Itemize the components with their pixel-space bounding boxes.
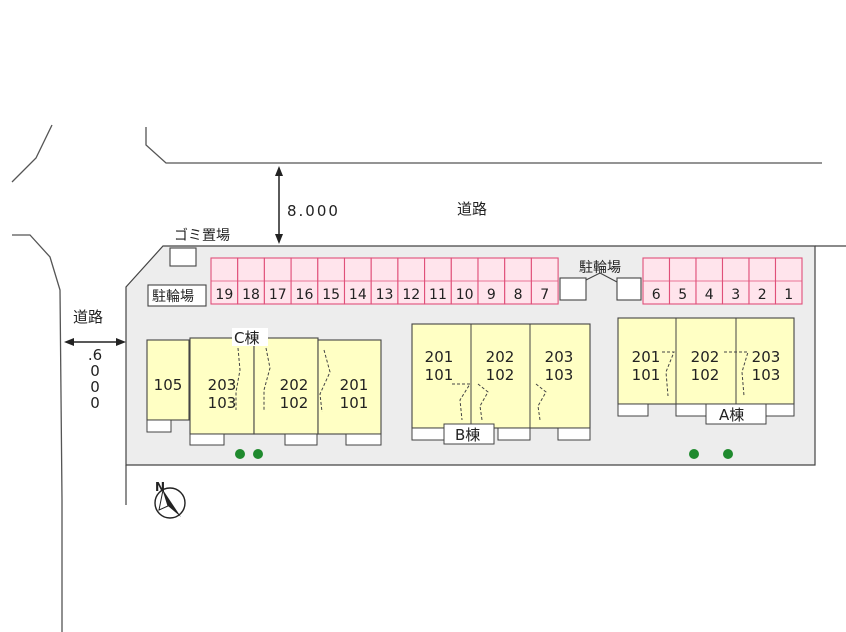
- parking-space-number: 15: [322, 287, 340, 303]
- trees: [235, 449, 733, 459]
- bike-parking-left: [147, 284, 207, 307]
- parking-space-number: 1: [784, 287, 793, 303]
- parking-space: 4: [695, 257, 724, 305]
- west-road-dimension: [64, 338, 126, 346]
- parking-space-number: 5: [678, 287, 687, 303]
- unit-number: 203: [208, 376, 237, 394]
- north-arrow-icon: N: [154, 480, 186, 519]
- unit-number: 102: [486, 366, 515, 384]
- unit-number: 201: [340, 376, 369, 394]
- garbage-area: [169, 247, 197, 267]
- parking-space-number: 9: [487, 287, 496, 303]
- unit-number: 201: [425, 348, 454, 366]
- unit-number: 203: [545, 348, 574, 366]
- unit-number: 102: [280, 394, 309, 412]
- building-a-label-bg: [705, 403, 767, 425]
- tree-icon: [689, 449, 699, 459]
- parking-space: 13: [370, 257, 399, 305]
- parking-space-number: 7: [540, 287, 549, 303]
- parking-space: 6: [642, 257, 671, 305]
- unit-number: 101: [340, 394, 369, 412]
- bike-parking-right: [559, 272, 642, 301]
- north-label: N: [155, 480, 165, 494]
- unit-number: 105: [154, 376, 183, 394]
- parking-space: 16: [290, 257, 319, 305]
- building-c-label-bg: [232, 328, 268, 346]
- unit-number: 102: [691, 366, 720, 384]
- unit-number: 101: [632, 366, 661, 384]
- parking-space-number: 11: [429, 287, 447, 303]
- parking-space: 15: [317, 257, 346, 305]
- parking-space-number: 3: [731, 287, 740, 303]
- parking-space-number: 10: [456, 287, 474, 303]
- tree-icon: [253, 449, 263, 459]
- west-road-width-char: 0: [90, 394, 100, 412]
- parking-space-number: 13: [376, 287, 394, 303]
- garbage-label: ゴミ置場: [174, 227, 230, 244]
- parking-space: 1: [774, 257, 803, 305]
- parking-space-number: 12: [402, 287, 420, 303]
- parking-space: 10: [450, 257, 479, 305]
- unit-number: 202: [280, 376, 309, 394]
- unit-number: 101: [425, 366, 454, 384]
- building-b-label-bg: [443, 423, 495, 445]
- parking-space: 19: [210, 257, 239, 305]
- parking-space: 17: [263, 257, 292, 305]
- west-road-width-char: 0: [90, 362, 100, 380]
- north-road-label: 道路: [457, 200, 487, 218]
- unit-number: 201: [632, 348, 661, 366]
- north-road-dimension: 8.000: [275, 166, 340, 244]
- unit-number: 103: [545, 366, 574, 384]
- unit-number: 103: [752, 366, 781, 384]
- unit-number: 202: [486, 348, 515, 366]
- unit-number: 103: [208, 394, 237, 412]
- building-c-label: C棟: [234, 329, 259, 347]
- parking-space: 7: [530, 257, 559, 305]
- bike-parking-left-label: 駐輪場: [152, 288, 194, 305]
- parking-space-number: 14: [349, 287, 367, 303]
- parking-space: 18: [237, 257, 265, 305]
- parking-space-number: 19: [215, 287, 233, 303]
- road-lines: [11, 124, 822, 632]
- parking-space-number: 6: [652, 287, 661, 303]
- parking-space: 2: [748, 257, 777, 305]
- parking-space-number: 2: [758, 287, 767, 303]
- bike-parking-right-label: 駐輪場: [579, 259, 621, 276]
- parking-space: 8: [504, 257, 532, 305]
- north-road-width: 8.000: [287, 202, 340, 220]
- building-a-label: A棟: [719, 406, 744, 424]
- parking-space-number: 16: [296, 287, 314, 303]
- unit-number: 202: [691, 348, 720, 366]
- parking-space-number: 17: [269, 287, 287, 303]
- parking-space: 3: [721, 257, 750, 305]
- west-road-width-char: 0: [90, 378, 100, 396]
- parking-space-number: 18: [242, 287, 260, 303]
- tree-icon: [723, 449, 733, 459]
- parking-space: 12: [397, 257, 426, 305]
- parking-space-number: 8: [514, 287, 523, 303]
- unit-number: 203: [752, 348, 781, 366]
- parking-space: 9: [477, 257, 506, 305]
- parking-space: 14: [343, 257, 372, 305]
- west-road-width-char: .6: [88, 346, 102, 364]
- parking-space-number: 4: [705, 287, 714, 303]
- tree-icon: [235, 449, 245, 459]
- parking-space: 11: [424, 257, 452, 305]
- parking-spaces: 19 18 17 16 15 14 13 12 11 10 9 8 7 6 5 4 3 2 1: [210, 257, 803, 305]
- west-road-label: 道路: [73, 308, 103, 326]
- building-b-label: B棟: [455, 426, 480, 444]
- parking-space: 5: [668, 257, 697, 305]
